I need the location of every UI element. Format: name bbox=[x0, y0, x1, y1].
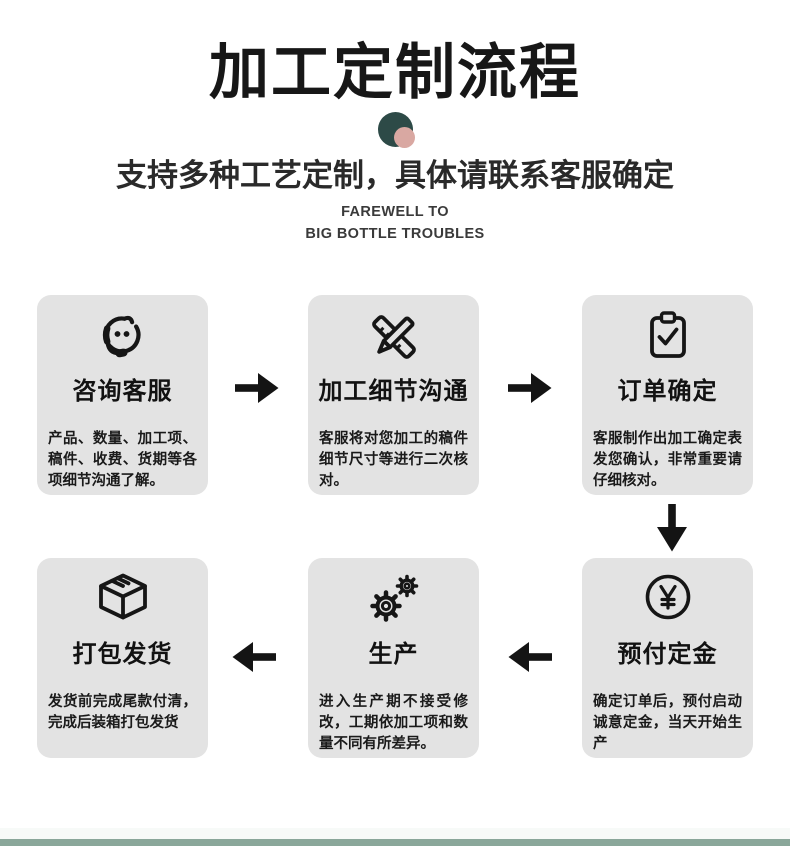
tagline-line1: FAREWELL TO bbox=[341, 204, 449, 220]
step-desc: 产品、数量、加工项、稿件、收费、货期等各项细节沟通了解。 bbox=[48, 431, 197, 490]
pencil-ruler-icon bbox=[308, 309, 479, 365]
english-tagline: FAREWELL TO BIG BOTTLE TROUBLES bbox=[0, 202, 790, 246]
gears-icon bbox=[308, 572, 479, 626]
step-desc: 客服制作出加工确定表发您确认，非常重要请仔细核对。 bbox=[593, 431, 742, 490]
step-title: 订单确定 bbox=[617, 378, 718, 405]
step-title: 打包发货 bbox=[72, 641, 173, 668]
step-card-details: 加工细节沟通 客服将对您加工的稿件细节尺寸等进行二次核对。 bbox=[308, 295, 479, 495]
headset-icon bbox=[37, 309, 208, 361]
step-title: 加工细节沟通 bbox=[318, 378, 469, 405]
arrow-right-icon bbox=[234, 371, 280, 405]
step-card-consult: 咨询客服 产品、数量、加工项、稿件、收费、货期等各项细节沟通了解。 bbox=[37, 295, 208, 495]
arrow-down-icon bbox=[655, 503, 689, 553]
package-icon bbox=[37, 572, 208, 624]
clipboard-check-icon bbox=[582, 309, 753, 363]
step-card-production: 生产 进入生产期不接受修改，工期依加工项和数量不同有所差异。 bbox=[308, 558, 479, 758]
arrow-left-icon bbox=[507, 640, 553, 674]
step-card-order-confirm: 订单确定 客服制作出加工确定表发您确认，非常重要请仔细核对。 bbox=[582, 295, 753, 495]
yen-coin-icon bbox=[582, 572, 753, 622]
step-title: 咨询客服 bbox=[72, 378, 173, 405]
page-title: 加工定制流程 bbox=[209, 39, 581, 106]
step-card-pack-ship: 打包发货 发货前完成尾款付清，完成后装箱打包发货 bbox=[37, 558, 208, 758]
step-desc: 进入生产期不接受修改，工期依加工项和数量不同有所差异。 bbox=[319, 694, 468, 753]
step-desc: 确定订单后，预付启动诚意定金，当天开始生产 bbox=[593, 694, 742, 753]
step-card-deposit: 预付定金 确定订单后，预付启动诚意定金，当天开始生产 bbox=[582, 558, 753, 758]
step-title: 生产 bbox=[368, 641, 419, 668]
footer-tint-band bbox=[0, 828, 790, 839]
tagline-line2: BIG BOTTLE TROUBLES bbox=[305, 225, 485, 242]
step-desc: 发货前完成尾款付清，完成后装箱打包发货 bbox=[48, 694, 197, 732]
footer-green-bar bbox=[0, 839, 790, 846]
arrow-right-icon bbox=[507, 371, 553, 405]
step-desc: 客服将对您加工的稿件细节尺寸等进行二次核对。 bbox=[319, 431, 468, 490]
step-title: 预付定金 bbox=[617, 641, 718, 668]
subtitle: 支持多种工艺定制，具体请联系客服确定 bbox=[116, 158, 674, 193]
pink-dot bbox=[394, 127, 415, 148]
arrow-left-icon bbox=[231, 640, 277, 674]
